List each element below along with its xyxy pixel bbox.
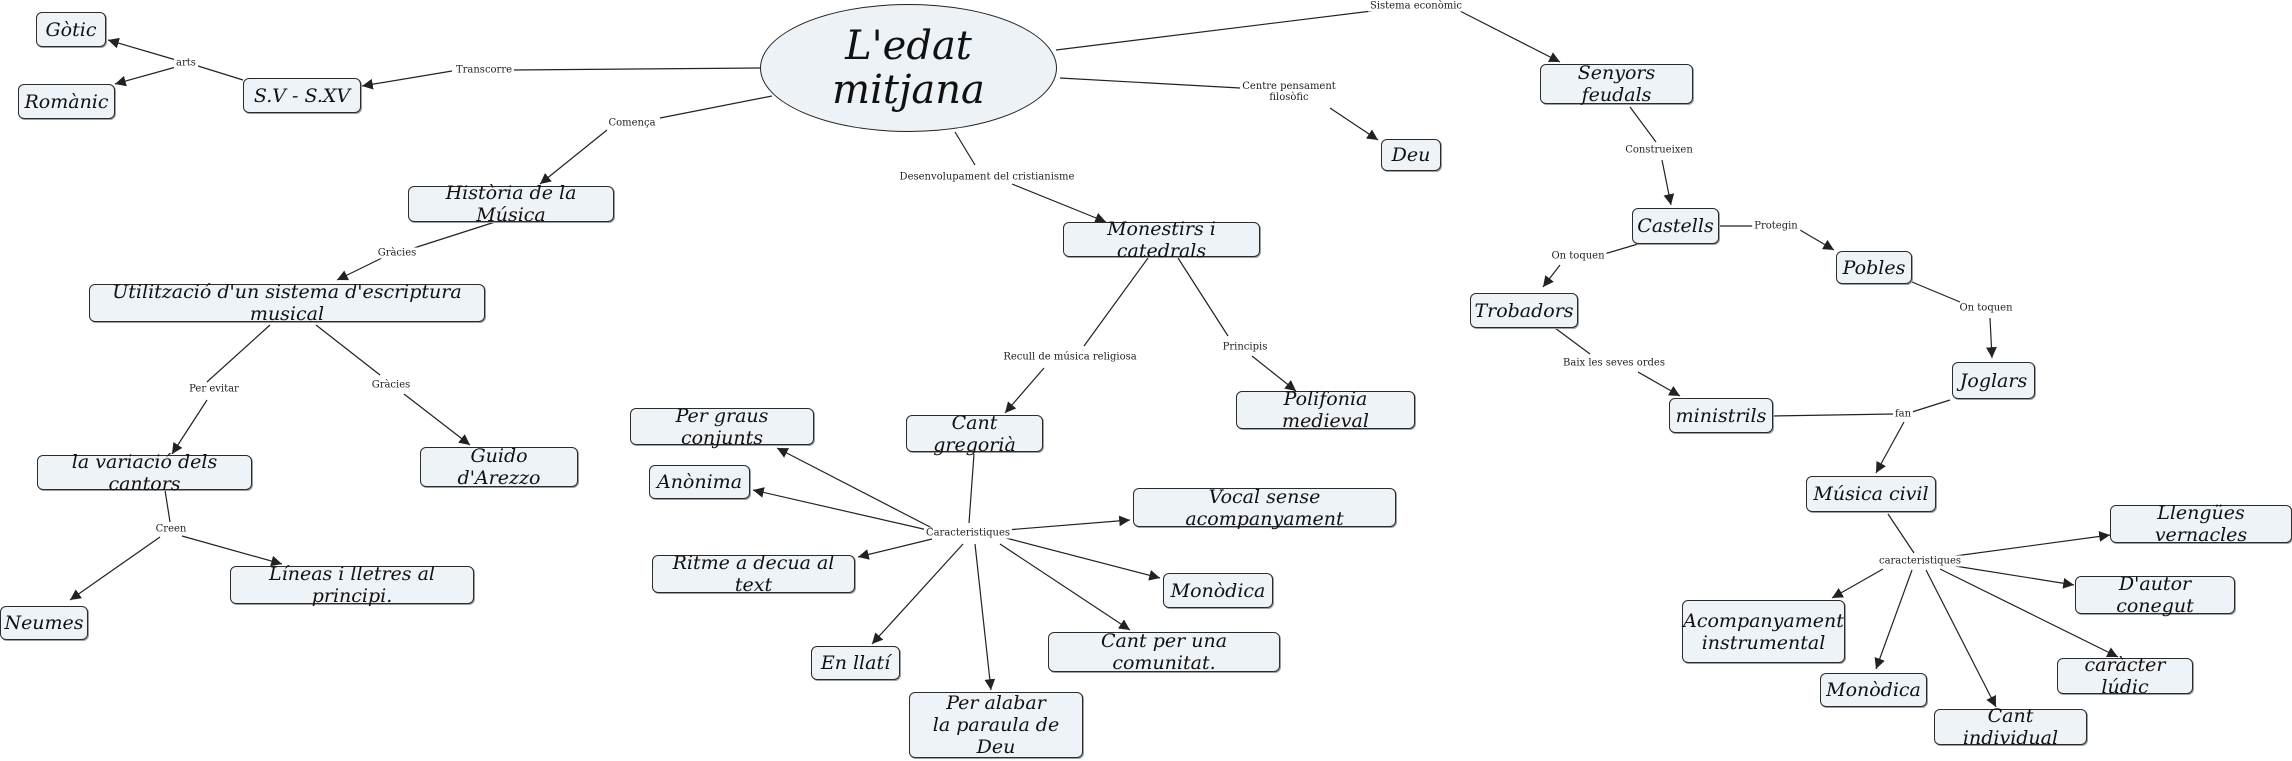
node-per-alabar-deu[interactable]: Per alabar la paraula de Deu: [909, 692, 1083, 758]
link-label-desenvolupament: Desenvolupament del cristianisme: [897, 171, 1077, 183]
link-label-comenca: Comença: [606, 117, 658, 129]
node-monestirs-catedrals[interactable]: Monestirs i catedrals: [1063, 218, 1260, 262]
node-gotic[interactable]: Gòtic: [36, 12, 106, 47]
node-ritme-text[interactable]: Ritme a decua al text: [652, 552, 855, 596]
node-lineas-lletres[interactable]: Líneas i lletres al principi.: [230, 563, 474, 607]
node-anonima[interactable]: Anònima: [649, 465, 750, 499]
node-trobadors[interactable]: Trobadors: [1470, 293, 1578, 328]
node-cant-comunitat[interactable]: Cant per una comunitat.: [1048, 630, 1280, 674]
node-historia-musica[interactable]: Història de la Música: [408, 182, 614, 226]
node-polifonia-medieval[interactable]: Polifonia medieval: [1236, 388, 1415, 432]
node-romanic[interactable]: Romànic: [18, 84, 115, 119]
node-ministrils[interactable]: ministrils: [1669, 398, 1773, 433]
node-cant-gregoria[interactable]: Cant gregorià: [906, 412, 1043, 456]
link-label-on-toquen-2: On toquen: [1957, 302, 2015, 314]
link-label-on-toquen-1: On toquen: [1549, 250, 1607, 262]
link-label-creen: Creen: [153, 523, 189, 535]
node-caracter-ludic[interactable]: caràcter lúdic: [2057, 654, 2193, 698]
link-label-principis: Principis: [1220, 341, 1270, 353]
node-sv-sxv[interactable]: S.V - S.XV: [243, 78, 361, 113]
node-vocal-sense-acompanyament[interactable]: Vocal sense acompanyament: [1133, 486, 1396, 530]
root-node-edat-mitjana[interactable]: L'edat mitjana: [760, 4, 1057, 132]
node-castells[interactable]: Castells: [1632, 208, 1719, 244]
link-label-per-evitar: Per evitar: [187, 383, 241, 395]
link-label-fan: fan: [1892, 408, 1914, 420]
link-label-arts: arts: [174, 57, 198, 69]
link-label-caracteristiques-2: caracteristiques: [1876, 555, 1964, 567]
link-label-construeixen: Construeixen: [1623, 144, 1695, 156]
node-guido-arezzo[interactable]: Guido d'Arezzo: [420, 445, 578, 489]
node-per-graus-conjunts[interactable]: Per graus conjunts: [630, 405, 814, 449]
node-pobles[interactable]: Pobles: [1836, 251, 1912, 284]
link-label-centre-pensament: Centre pensament filosòfic: [1240, 81, 1338, 103]
link-label-sistema-economic: Sistema econòmic: [1367, 0, 1465, 12]
node-senyors-feudals[interactable]: Senyors feudals: [1540, 62, 1693, 106]
node-en-llati[interactable]: En llatí: [811, 646, 900, 680]
node-joglars[interactable]: Joglars: [1952, 362, 2035, 399]
node-dautor-conegut[interactable]: D'autor conegut: [2075, 573, 2235, 617]
node-monodica-religiosa[interactable]: Monòdica: [1163, 573, 1273, 608]
node-llengues-vernacles[interactable]: Llengües vernacles: [2110, 502, 2292, 546]
node-neumes[interactable]: Neumes: [0, 606, 88, 640]
node-deu[interactable]: Deu: [1381, 139, 1441, 171]
link-label-recull: Recull de música religiosa: [1001, 351, 1139, 363]
link-label-transcorre: Transcorre: [453, 64, 515, 76]
link-label-caracteristiques-1: Caracteristiques: [923, 527, 1013, 539]
link-label-gracies-2: Gràcies: [369, 379, 413, 391]
node-acompanyament-instrumental[interactable]: Acompanyament instrumental: [1682, 600, 1845, 663]
node-musica-civil[interactable]: Música civil: [1806, 476, 1936, 512]
node-variacio-cantors[interactable]: la variació dels cantors: [37, 451, 252, 495]
link-label-gracies-1: Gràcies: [375, 247, 419, 259]
node-monodica-civil[interactable]: Monòdica: [1820, 673, 1927, 707]
node-utilitzacio-escriptura[interactable]: Utilització d'un sistema d'escriptura mu…: [89, 281, 485, 325]
link-label-baix-ordes: Baix les seves ordes: [1561, 357, 1667, 369]
node-cant-individual[interactable]: Cant individual: [1934, 705, 2087, 749]
link-label-protegin: Protegin: [1752, 220, 1800, 232]
